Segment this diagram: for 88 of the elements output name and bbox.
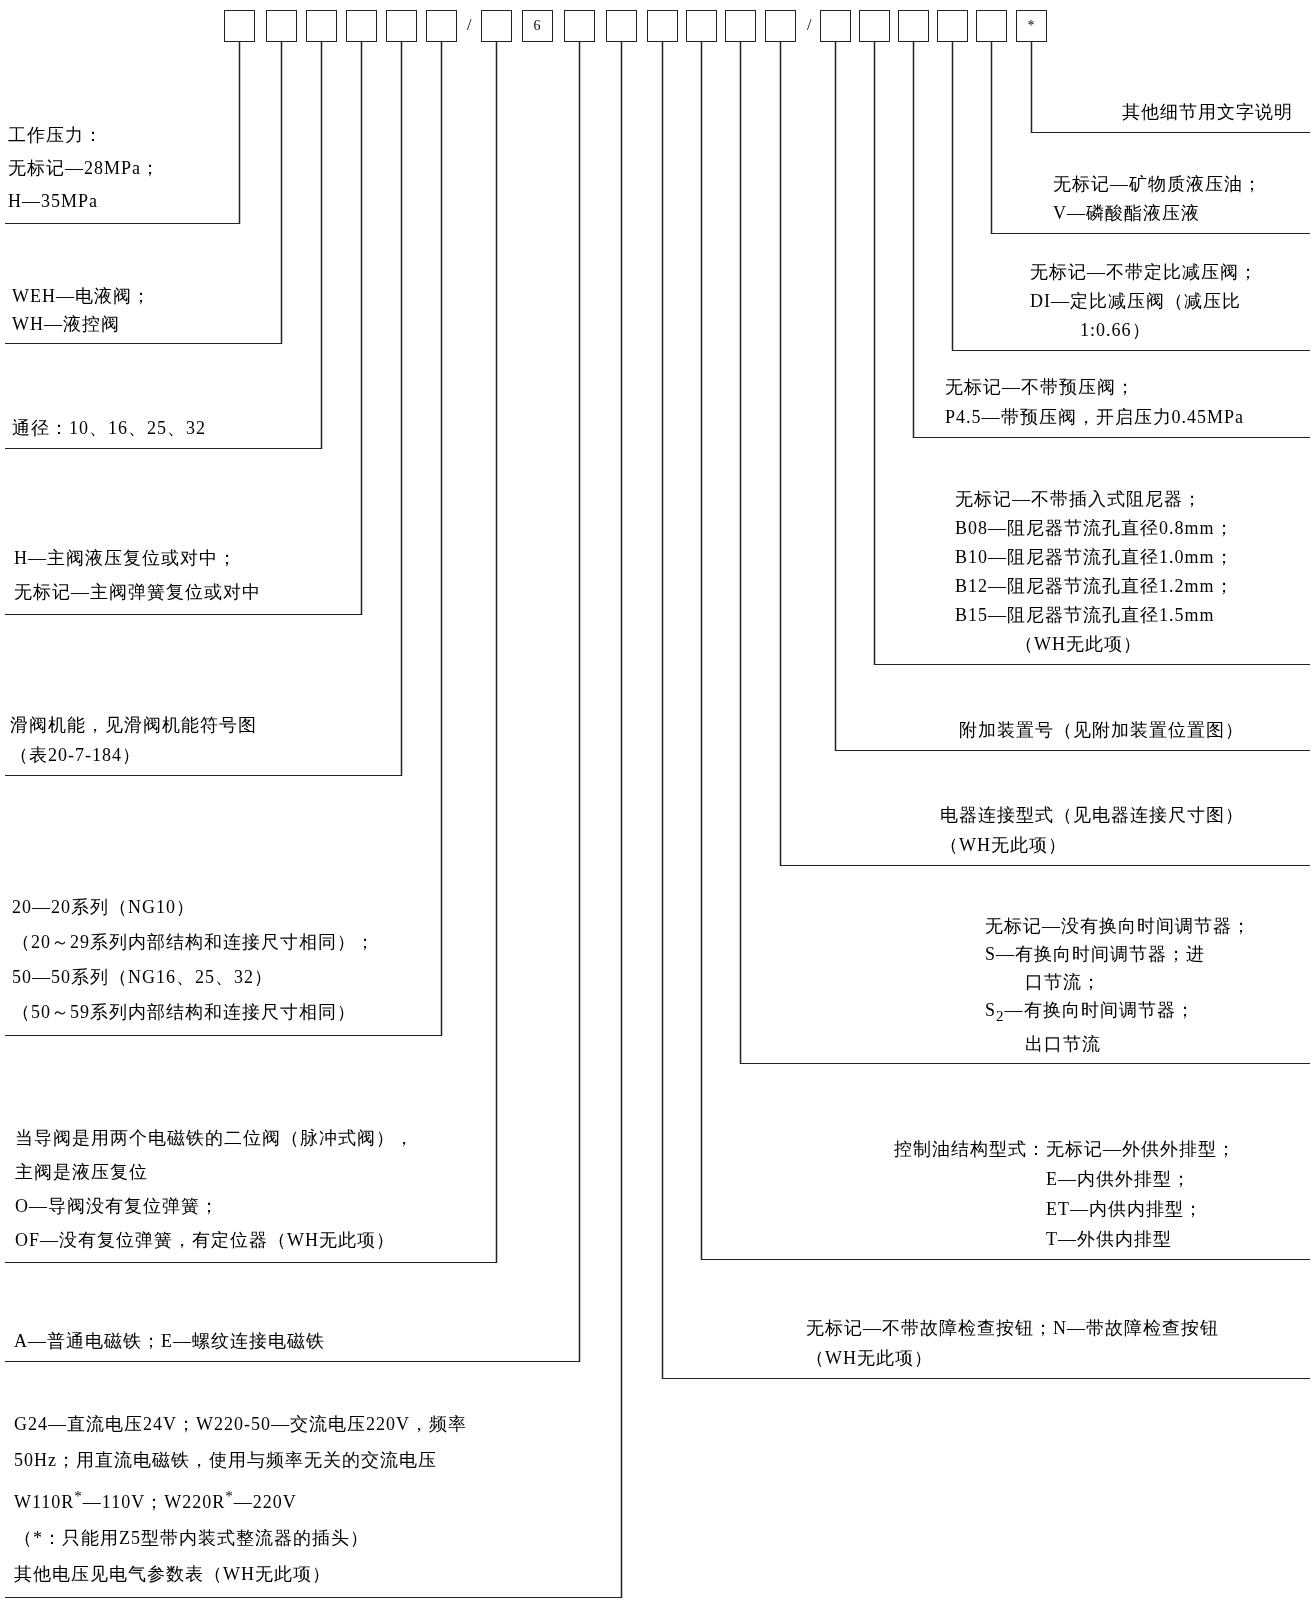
callout-text: （WH无此项） bbox=[806, 1347, 934, 1370]
callout-text: 20—20系列（NG10） bbox=[12, 896, 196, 919]
callout-text: H—35MPa bbox=[8, 190, 99, 213]
leader-line bbox=[661, 41, 664, 1380]
code-box bbox=[765, 10, 796, 42]
code-box: 6 bbox=[522, 10, 553, 42]
code-box bbox=[898, 10, 929, 42]
leader-line bbox=[700, 41, 703, 1261]
callout-text: P4.5—带预压阀，开启压力0.45MPa bbox=[945, 406, 1245, 429]
leader-line bbox=[834, 41, 837, 752]
callout-text: 滑阀机能，见滑阀机能符号图 bbox=[10, 714, 258, 737]
code-box bbox=[564, 10, 595, 42]
leader-line bbox=[912, 41, 915, 439]
code-box bbox=[386, 10, 417, 42]
callout-text: O—导阀没有复位弹簧； bbox=[15, 1195, 220, 1218]
callout-text: S—有换向时间调节器；进口节流； bbox=[985, 943, 1206, 995]
callout-text: 工作压力： bbox=[8, 124, 104, 147]
callout-text: B12—阻尼器节流孔直径1.2mm； bbox=[955, 575, 1235, 598]
leader-line bbox=[990, 41, 993, 235]
callout-text: WEH—电液阀； bbox=[12, 285, 152, 308]
code-box bbox=[976, 10, 1007, 42]
callout-text: 无标记—主阀弹簧复位或对中 bbox=[14, 581, 262, 604]
callout-text: （WH无此项） bbox=[1014, 633, 1143, 656]
callout-text: V—磷酸酯液压液 bbox=[1053, 202, 1201, 225]
callout-text: 无标记—矿物质液压油； bbox=[1053, 173, 1263, 196]
separator-slash: / bbox=[467, 16, 473, 34]
leader-line bbox=[320, 41, 323, 450]
callout-text: 无标记—不带定比减压阀； bbox=[1030, 261, 1259, 284]
callout-text: （20～29系列内部结构和连接尺寸相同）； bbox=[12, 931, 376, 954]
callout-text: 通径：10、16、25、32 bbox=[12, 417, 207, 440]
callout-text: B08—阻尼器节流孔直径0.8mm； bbox=[955, 517, 1235, 540]
leader-line bbox=[620, 41, 623, 1599]
leader-line bbox=[873, 41, 876, 666]
callout-text: 无标记—不带插入式阻尼器； bbox=[955, 488, 1203, 511]
callout-text: G24—直流电压24V；W220-50—交流电压220V，频率50Hz；用直流电磁铁，使用与频率无关的交流电压 W110R$^{*}$—110V；W220R$^{*}$—220V bbox=[14, 1413, 468, 1514]
callout-text: 无标记—28MPa； bbox=[8, 157, 161, 180]
callout-text: 其他细节用文字说明 bbox=[1121, 101, 1293, 124]
code-box bbox=[306, 10, 337, 42]
leader-line bbox=[280, 41, 283, 345]
code-box bbox=[266, 10, 297, 42]
leader-line bbox=[739, 41, 742, 1065]
callout-text: （表20-7-184） bbox=[10, 744, 142, 767]
code-box bbox=[606, 10, 637, 42]
callout-text: 无标记—没有换向时间调节器； bbox=[985, 915, 1252, 939]
callout-text: 控制油结构型式： bbox=[894, 1138, 1046, 1161]
callout-text: OF—没有复位弹簧，有定位器（WH无此项） bbox=[15, 1229, 396, 1252]
callout-text: B15—阻尼器节流孔直径1.5mm bbox=[955, 604, 1216, 627]
callout-text: 当导阀是用两个电磁铁的二位阀（脉冲式阀），主阀是液压复位 bbox=[15, 1127, 415, 1184]
code-box: * bbox=[1016, 10, 1047, 42]
callout-text: A—普通电磁铁；E—螺纹连接电磁铁 bbox=[14, 1330, 326, 1353]
callout-text: ET—内供内排型； bbox=[1046, 1198, 1204, 1221]
callout-text: S$_{2}$—有换向时间调节器；出口节流 bbox=[985, 999, 1196, 1056]
leader-line bbox=[495, 41, 498, 1264]
code-box bbox=[481, 10, 512, 42]
callout-text: E—内供外排型； bbox=[1046, 1168, 1192, 1191]
callout-text: （50～59系列内部结构和连接尺寸相同） bbox=[12, 1001, 357, 1024]
callout-text: （WH无此项） bbox=[940, 834, 1068, 857]
code-box bbox=[820, 10, 851, 42]
leader-line bbox=[578, 41, 581, 1363]
callout-text: 无标记—不带预压阀； bbox=[945, 376, 1136, 399]
code-box bbox=[937, 10, 968, 42]
leader-line bbox=[951, 41, 954, 352]
code-box bbox=[725, 10, 756, 42]
callout-text: DI—定比减压阀（减压比1:0.66） bbox=[1030, 290, 1242, 342]
callout-text: 附加装置号（见附加装置位置图） bbox=[959, 719, 1245, 742]
callout-text: （*：只能用Z5型带内装式整流器的插头） bbox=[14, 1527, 370, 1550]
callout-text: 无标记—不带故障检查按钮；N—带故障检查按钮 bbox=[806, 1317, 1220, 1340]
leader-line bbox=[779, 41, 782, 867]
code-box bbox=[686, 10, 717, 42]
leader-line bbox=[360, 41, 363, 616]
leader-line bbox=[1030, 41, 1033, 134]
code-box bbox=[859, 10, 890, 42]
callout-text: 50—50系列（NG16、25、32） bbox=[12, 966, 274, 989]
callout-text: WH—液控阀 bbox=[12, 313, 121, 336]
callout-text: 无标记—外供外排型； bbox=[1046, 1138, 1236, 1161]
code-box bbox=[346, 10, 377, 42]
separator-slash: / bbox=[807, 16, 813, 34]
code-box bbox=[426, 10, 457, 42]
code-box bbox=[647, 10, 678, 42]
callout-text: 其他电压见电气参数表（WH无此项） bbox=[14, 1563, 332, 1586]
callout-text: T—外供内排型 bbox=[1046, 1228, 1173, 1251]
callout-text: H—主阀液压复位或对中； bbox=[14, 547, 238, 570]
callout-text: B10—阻尼器节流孔直径1.0mm； bbox=[955, 546, 1235, 569]
code-box bbox=[224, 10, 255, 42]
leader-line bbox=[440, 41, 443, 1037]
callout-text: 电器连接型式（见电器连接尺寸图） bbox=[940, 804, 1245, 827]
leader-line bbox=[238, 41, 241, 225]
leader-line bbox=[400, 41, 403, 777]
